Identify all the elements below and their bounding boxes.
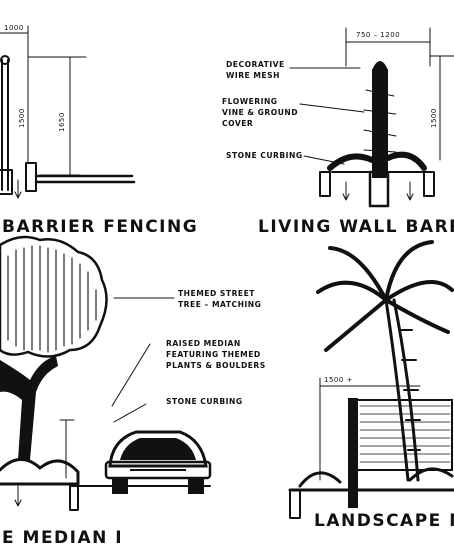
- landscape-section: 1500 + LANDSCAPE ME: [288, 240, 454, 531]
- curb-block: [25, 162, 37, 192]
- width-dimension-label: 1000: [4, 24, 24, 32]
- note-raised-median: RAISED MEDIAN FEATURING THEMED PLANTS & …: [166, 339, 266, 370]
- mesh-footing: [368, 170, 390, 208]
- landscape-title: LANDSCAPE ME: [314, 511, 454, 531]
- arrow-icon: [14, 485, 22, 507]
- curb-block-left: [319, 171, 331, 197]
- leader-lines: [111, 297, 175, 423]
- living-wall-section: 750 – 1200 1500 DECORATIVE WIRE MESH FLO…: [222, 27, 454, 237]
- living-wall-height-label: 1500: [430, 108, 438, 128]
- arrow-icon: [14, 179, 22, 199]
- trunk-rings: [399, 329, 421, 451]
- leader-lines: [289, 67, 365, 165]
- palm-trunk: [384, 298, 420, 482]
- hedge-post: [348, 398, 358, 508]
- mesh-texture: [363, 89, 397, 153]
- living-wall-title: LIVING WALL BARR: [258, 217, 454, 237]
- footing: [0, 169, 13, 195]
- median-dimension: [59, 419, 75, 479]
- living-wall-width-label: 750 – 1200: [356, 31, 400, 39]
- car-sketch: [104, 430, 212, 494]
- note-decorative-mesh: DECORATIVE WIRE MESH: [226, 60, 288, 80]
- tree-canopy: [0, 235, 108, 358]
- curb-block-right: [423, 171, 435, 197]
- barrier-fencing-section: 1000 1500 1650 BARRIER FENCING: [0, 24, 198, 237]
- hedge-texture: [359, 405, 451, 463]
- outer-height-label: 1650: [58, 112, 66, 132]
- note-themed-street-tree: THEMED STREET TREE – MATCHING: [178, 289, 261, 309]
- note-flowering-vine: FLOWERING VINE & GROUND COVER: [222, 97, 301, 128]
- median-section: THEMED STREET TREE – MATCHING RAISED MED…: [0, 235, 266, 548]
- post-cap: [0, 55, 10, 65]
- note-stone-curbing-bottom: STONE CURBING: [166, 397, 243, 406]
- fence-post: [1, 59, 9, 191]
- tree-trunk: [0, 356, 58, 460]
- arrow-icon: [342, 181, 414, 201]
- canopy-hatching: [7, 245, 97, 353]
- ground-shrubs: [288, 467, 454, 492]
- palm-fronds: [316, 240, 454, 352]
- note-stone-curbing-top: STONE CURBING: [226, 151, 303, 160]
- median-planting: [0, 458, 80, 486]
- barrier-fencing-title: BARRIER FENCING: [2, 217, 198, 237]
- landscape-curb: [289, 489, 301, 519]
- inner-height-label: 1500: [18, 108, 26, 128]
- ground-cover-scribble: [327, 151, 427, 171]
- median-curb: [69, 485, 79, 511]
- wire-mesh-column: [372, 61, 388, 178]
- median-title: E MEDIAN I: [2, 528, 123, 548]
- ground-line: [34, 174, 136, 184]
- landscape-width-label: 1500 +: [324, 376, 353, 384]
